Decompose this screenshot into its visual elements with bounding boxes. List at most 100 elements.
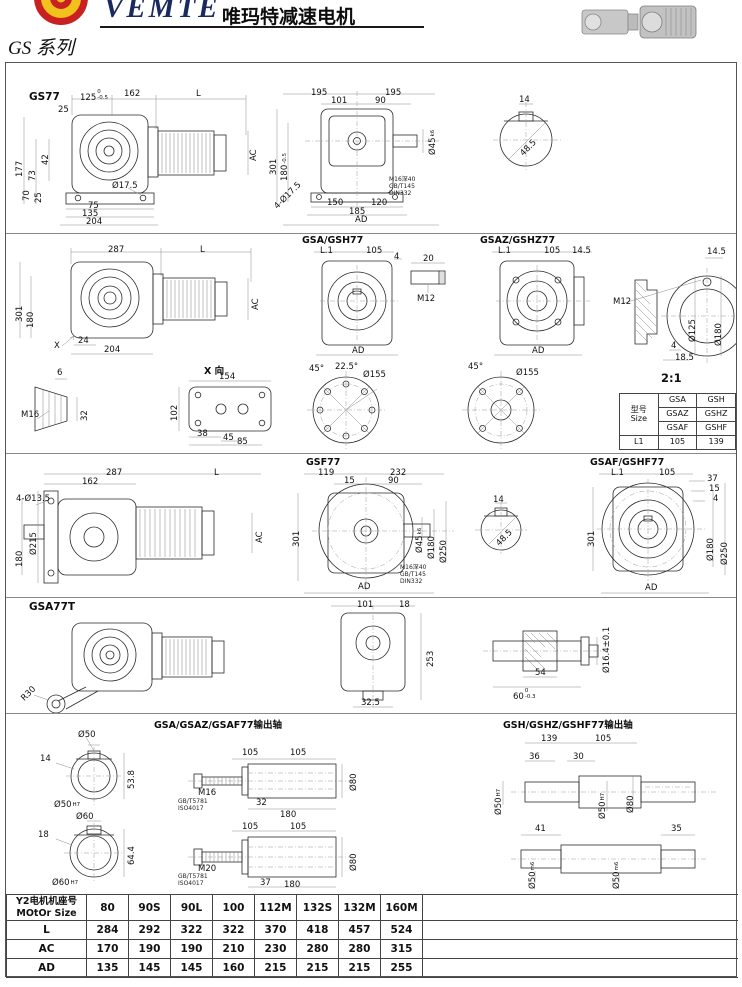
dim-label: GB/T5781 ISO4017 bbox=[178, 873, 208, 887]
dim-label: Ø80 bbox=[349, 773, 359, 791]
dim-label: 150 bbox=[327, 198, 344, 208]
gs77-shaft-section-drawing bbox=[493, 102, 561, 172]
brand-name: VEMTE bbox=[104, 0, 221, 24]
table-filler-cell bbox=[422, 920, 738, 940]
motor-table-row-label: L bbox=[6, 920, 87, 940]
dim-label: L bbox=[196, 89, 201, 99]
dim-label: 135 bbox=[82, 209, 99, 219]
page-header: VEMTE 唯玛特减速电机 bbox=[0, 0, 742, 39]
motor-table-header: Y2电机机座号 MOtOr Size bbox=[6, 894, 87, 921]
table-filler-cell bbox=[422, 939, 738, 959]
dim-label: 253 bbox=[426, 650, 436, 667]
dim-label: AD bbox=[355, 215, 368, 225]
dim-label: 180-0.5 bbox=[280, 153, 290, 181]
table-cell: GSHF bbox=[696, 421, 736, 436]
gsh-output-shaft-drawing bbox=[502, 742, 716, 883]
table-cell: 112M bbox=[254, 894, 297, 921]
gsf-shaft-section-drawing bbox=[475, 502, 527, 554]
dim-label: 105 bbox=[544, 246, 561, 256]
table-cell: 280 bbox=[338, 939, 381, 959]
dim-label: 35 bbox=[671, 824, 682, 834]
dim-label: 14.5 bbox=[572, 246, 591, 256]
table-cell: 105 bbox=[657, 435, 698, 450]
dim-label: 15 bbox=[344, 476, 355, 486]
dim-label: 232 bbox=[390, 468, 407, 478]
dim-label: Ø16.4±0.1 bbox=[602, 626, 612, 673]
dim-label: 75 bbox=[88, 201, 99, 211]
table-cell: 457 bbox=[338, 920, 381, 940]
dim-label: AC bbox=[255, 531, 265, 543]
dim-label: 32 bbox=[256, 798, 267, 808]
dim-label: 105 bbox=[659, 468, 676, 478]
dim-label: M20 bbox=[198, 864, 217, 874]
dim-label: AD bbox=[645, 583, 658, 593]
table-cell: 190 bbox=[170, 939, 213, 959]
dim-label: 195 bbox=[311, 88, 328, 98]
panel-title-gsa-output-shaft: GSA/GSAZ/GSAF77输出轴 bbox=[154, 720, 283, 731]
table-cell: 100 bbox=[212, 894, 255, 921]
dim-label: M16 bbox=[198, 788, 217, 798]
dim-label: 14.5 bbox=[707, 247, 726, 257]
dim-label: 105 bbox=[366, 246, 383, 256]
gsa77t-side-drawing bbox=[33, 622, 225, 713]
row-divider bbox=[6, 597, 736, 598]
dim-label: L.1 bbox=[498, 246, 511, 256]
dim-label: 185 bbox=[349, 207, 366, 217]
dim-label: Ø125 bbox=[688, 319, 698, 342]
motor-table-row-label: AD bbox=[6, 958, 87, 978]
table-cell: GSH bbox=[696, 393, 736, 408]
flange-detail-drawing bbox=[620, 257, 736, 364]
dim-label: 36 bbox=[529, 752, 540, 762]
table-cell: 215 bbox=[338, 958, 381, 978]
dim-label: 105 bbox=[290, 822, 307, 832]
bolt-circle-b-drawing bbox=[462, 371, 540, 449]
dim-label: 4 bbox=[713, 494, 719, 504]
dim-label: 162 bbox=[124, 89, 141, 99]
motor-table-row-label: AC bbox=[6, 939, 87, 959]
dim-label: 119 bbox=[318, 468, 335, 478]
motor-table-header-en: MOtOr Size bbox=[16, 907, 77, 919]
gsf-side-drawing bbox=[21, 473, 261, 584]
table-cell: 230 bbox=[254, 939, 297, 959]
dim-label: 20 bbox=[423, 254, 434, 264]
table-cell: 215 bbox=[296, 958, 339, 978]
dim-label: 45° bbox=[468, 362, 484, 372]
bolt-circle-a-drawing bbox=[307, 371, 385, 449]
dim-label: 195 bbox=[385, 88, 402, 98]
dim-label: 6 bbox=[57, 368, 63, 378]
dim-label: AC bbox=[251, 298, 261, 310]
dim-label: 105 bbox=[242, 822, 259, 832]
table-cell: 210 bbox=[212, 939, 255, 959]
dim-label: 42 bbox=[41, 154, 51, 165]
drawing-sheet: GS77 GSA/GSH77 GSAZ/GSHZ77 X 向 GSF77 GSA… bbox=[5, 62, 738, 978]
table-cell: 132M bbox=[338, 894, 381, 921]
dim-label: 73 bbox=[28, 170, 38, 181]
dim-label: 25 bbox=[58, 105, 69, 115]
panel-gsa77t-side-view: R30 bbox=[16, 613, 266, 713]
dim-label: 15 bbox=[709, 484, 720, 494]
dim-label: GB/T5781 ISO4017 bbox=[178, 798, 208, 812]
table-cell: GSA bbox=[657, 393, 698, 408]
dim-label: AD bbox=[358, 582, 371, 592]
dim-label: 4-Ø13.5 bbox=[16, 494, 51, 504]
dim-label: Ø155 bbox=[516, 368, 539, 378]
row-divider bbox=[6, 453, 736, 454]
table-cell: 160 bbox=[212, 958, 255, 978]
header-underline bbox=[100, 26, 424, 28]
table-cell: 284 bbox=[86, 920, 129, 940]
size-table-header: 型号 Size bbox=[619, 393, 659, 436]
